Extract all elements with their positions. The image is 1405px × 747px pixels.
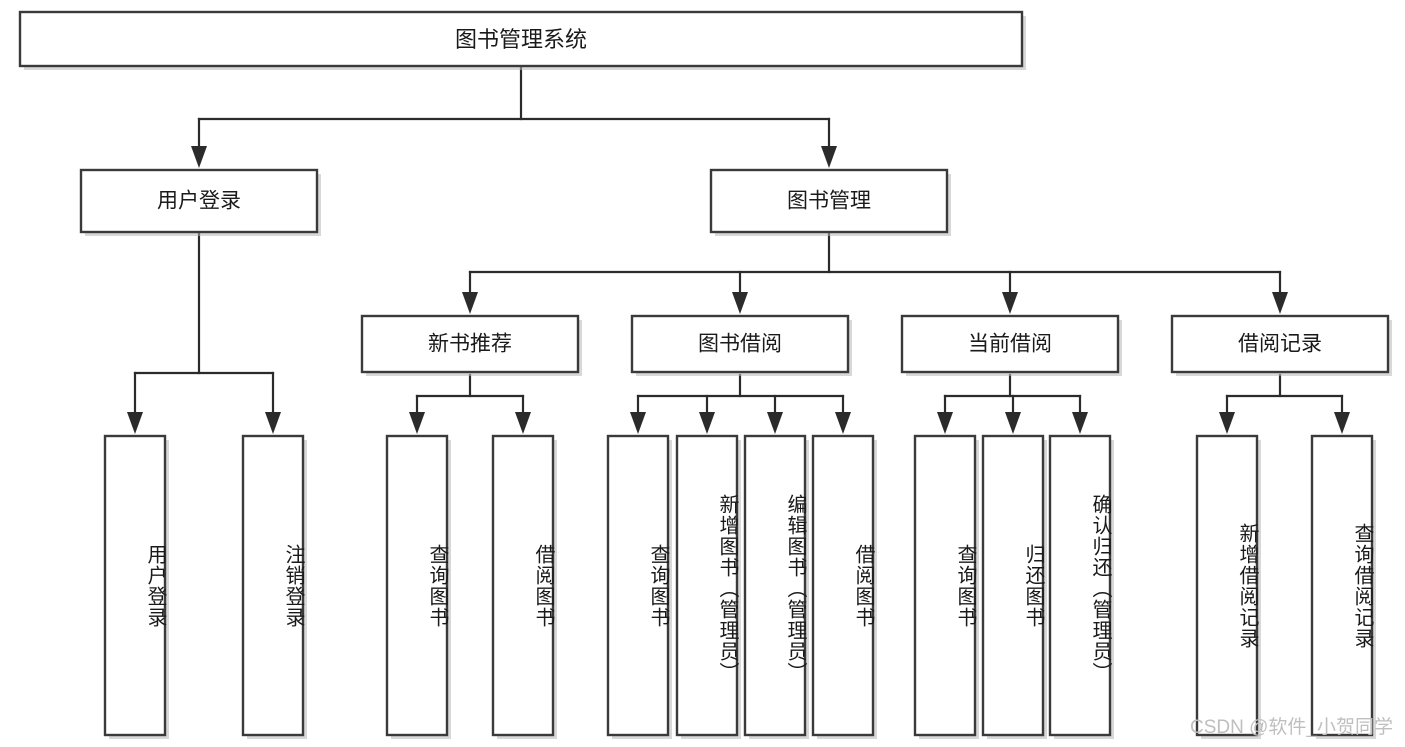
node-box-leaf-borrow-book-2[interactable] (811, 434, 875, 737)
node-box-book-management[interactable] (709, 168, 949, 234)
node-box-leaf-add-record[interactable] (1195, 434, 1259, 737)
node-label-book-borrow: 图书借阅 (698, 333, 782, 356)
arrow-head-leaf-return-book (1005, 412, 1021, 434)
node-box-leaf-query-book-3[interactable] (913, 434, 977, 737)
node-box-borrow-record[interactable] (1170, 314, 1390, 374)
arrow-head-current-borrow (1002, 292, 1018, 314)
arrow-head-leaf-confirm-return (1072, 412, 1088, 434)
node-label-borrow-record: 借阅记录 (1238, 333, 1322, 356)
arrow-head-leaf-query-book-1 (409, 412, 425, 434)
arrow-head-leaf-logout (265, 412, 281, 434)
watermark-text: CSDN @软件_小贺同学 (1190, 717, 1393, 738)
node-label-current-borrow: 当前借阅 (968, 333, 1052, 356)
node-box-leaf-borrow-book-1[interactable] (491, 434, 555, 737)
node-box-book-borrow[interactable] (630, 314, 850, 374)
node-box-leaf-query-book-2[interactable] (606, 434, 670, 737)
arrow-head-user-login (191, 146, 207, 168)
node-box-leaf-query-record[interactable] (1310, 434, 1374, 737)
node-label-new-book-recommend: 新书推荐 (428, 333, 512, 356)
node-box-leaf-add-book[interactable] (675, 434, 739, 737)
node-layer: 图书管理系统 用户登录 图书管理 新书推荐 图书借阅 当前借阅 借阅记录 (18, 10, 1392, 739)
node-label-book-management: 图书管理 (787, 190, 871, 213)
node-label-user-login: 用户登录 (157, 190, 241, 213)
arrow-head-leaf-user-login (127, 412, 143, 434)
arrow-head-book-borrow (732, 292, 748, 314)
node-box-user-login[interactable] (79, 168, 319, 234)
node-box-leaf-return-book[interactable] (981, 434, 1045, 737)
node-box-new-book-recommend[interactable] (360, 314, 580, 374)
arrow-head-leaf-query-book-3 (937, 412, 953, 434)
arrow-head-borrow-record (1272, 292, 1288, 314)
node-label-title: 图书管理系统 (455, 27, 587, 52)
arrow-head-leaf-query-record (1334, 412, 1350, 434)
arrow-head-leaf-add-book (699, 412, 715, 434)
node-box-current-borrow[interactable] (900, 314, 1120, 374)
arrow-head-leaf-query-book-2 (630, 412, 646, 434)
arrow-head-book-mgmt (821, 146, 837, 168)
arrow-head-leaf-add-record (1219, 412, 1235, 434)
node-box-leaf-user-login[interactable] (103, 434, 167, 737)
node-box-title[interactable] (18, 10, 1024, 68)
arrow-head-leaf-borrow-book-1 (515, 412, 531, 434)
node-box-leaf-confirm-return[interactable] (1048, 434, 1112, 737)
connector-layer (127, 64, 1350, 434)
node-box-leaf-query-book-1[interactable] (385, 434, 449, 737)
arrow-head-leaf-borrow-book-2 (835, 412, 851, 434)
node-box-leaf-logout[interactable] (241, 434, 305, 737)
arrow-head-leaf-edit-book (767, 412, 783, 434)
arrow-head-new-book-recommend (462, 292, 478, 314)
node-box-leaf-edit-book[interactable] (743, 434, 807, 737)
